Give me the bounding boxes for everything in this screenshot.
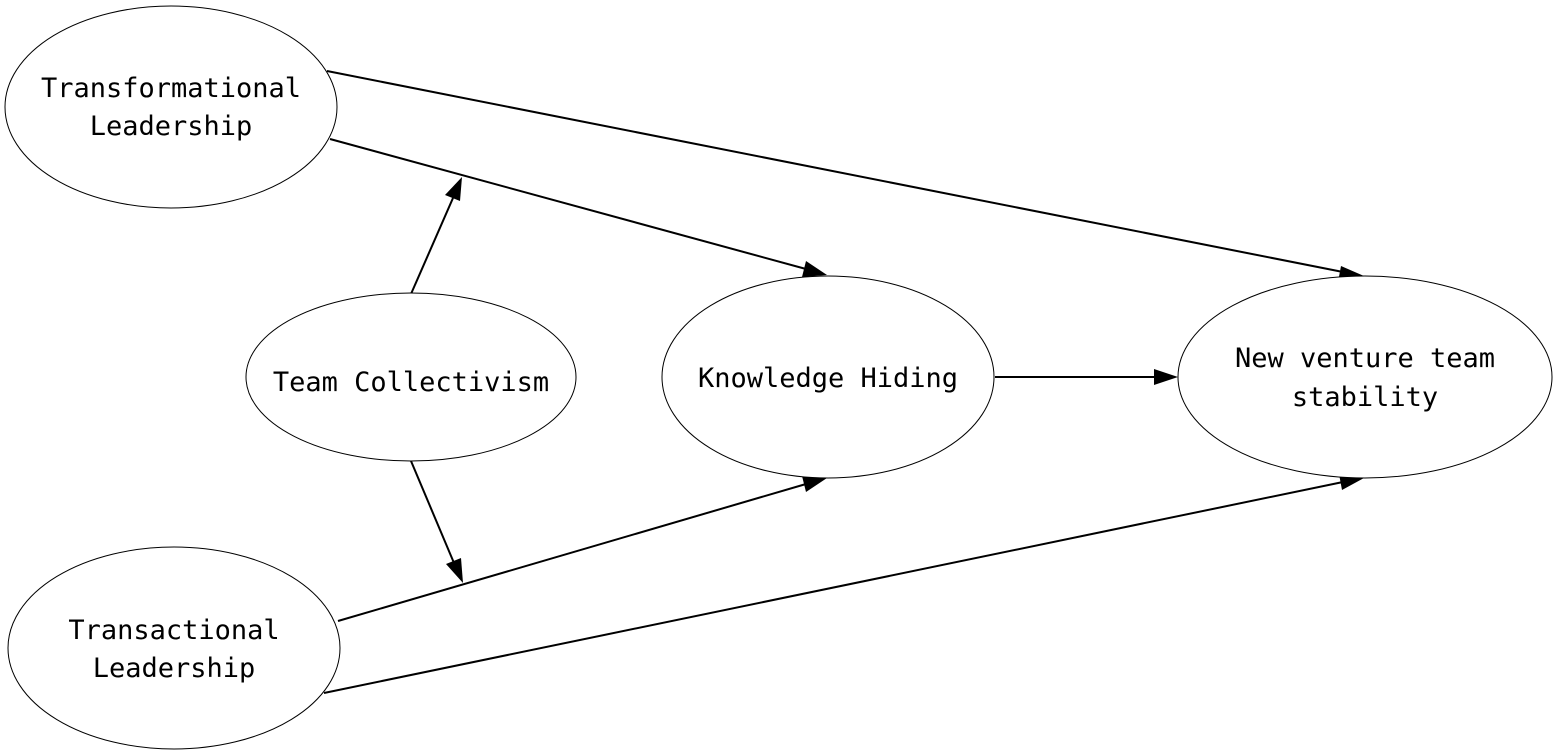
edge-transactional-to-knowledge-hiding: [337, 476, 827, 622]
node-transformational-leadership: Transformational Leadership: [4, 5, 338, 209]
edge-transformational-to-stability: [326, 70, 1364, 282]
node-knowledge-hiding: Knowledge Hiding: [661, 275, 995, 479]
node-transactional-label-line1: Transactional: [68, 615, 279, 646]
edge-knowledge-hiding-to-stability: [995, 369, 1178, 385]
node-transactional-leadership: Transactional Leadership: [7, 546, 341, 750]
node-transformational-label-line1: Transformational: [41, 73, 301, 104]
node-stability-label-line1: New venture team: [1235, 343, 1495, 374]
node-transformational-label-line2: Leadership: [90, 111, 253, 142]
node-team-collectivism-label: Team Collectivism: [273, 367, 549, 398]
node-new-venture-team-stability: New venture team stability: [1177, 275, 1553, 479]
edge-transformational-to-knowledge-hiding: [329, 138, 827, 277]
edge-transactional-to-stability: [323, 474, 1364, 694]
node-transactional-label-line2: Leadership: [93, 653, 256, 684]
edge-team-collectivism-moderates-transformational: [410, 177, 462, 295]
node-knowledge-hiding-label: Knowledge Hiding: [698, 363, 958, 394]
edge-team-collectivism-moderates-transactional: [410, 460, 463, 583]
node-team-collectivism: Team Collectivism: [245, 292, 577, 462]
node-stability-label-line2: stability: [1292, 382, 1438, 413]
